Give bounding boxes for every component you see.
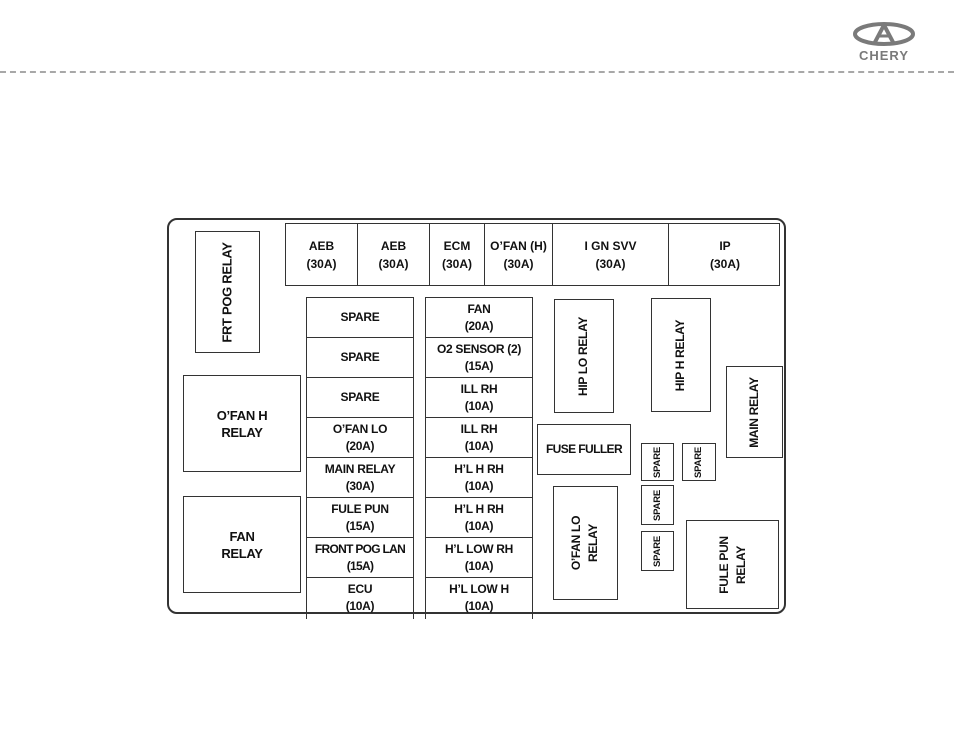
fuse-column-1: SPARE SPARE SPARE O’FAN LO (20A) MAIN RE…	[306, 297, 414, 619]
fuse-aeb-1: AEB (30A)	[286, 224, 358, 285]
fuse-spare-2: SPARE	[307, 338, 413, 378]
fuse-ofan-lo: O’FAN LO (20A)	[307, 418, 413, 458]
fuse-fuller: FUSE FULLER	[537, 424, 631, 475]
fuse-front-pog-lan: FRONT POG LAN (15A)	[307, 538, 413, 578]
fuse-ip: IP (30A)	[709, 238, 740, 271]
fuse-spare-1: SPARE	[307, 298, 413, 338]
fuse-fan: FAN (20A)	[426, 298, 532, 338]
spare-slot-2: SPARE	[682, 443, 716, 481]
relay-fan: FAN RELAY	[183, 496, 301, 593]
fuse-hl-low-h: H’L LOW H (10A)	[449, 582, 509, 613]
fuse-ill-rh-2: ILL RH (10A)	[426, 418, 532, 458]
fuse-hl-h-rh-2: H’L H RH (10A)	[426, 498, 532, 538]
relay-ofan-lo: O’FAN LO RELAY	[553, 486, 618, 600]
chery-logo-icon	[853, 22, 915, 46]
fuse-column-2: FAN (20A) O2 SENSOR (2) (15A) ILL RH (10…	[425, 297, 533, 619]
relay-hip-h: HIP H RELAY	[651, 298, 711, 412]
header-dashed-divider	[0, 71, 954, 73]
fuse-ofan-h: O’FAN (H) (30A)	[485, 224, 553, 285]
fuse-box-board: AEB (30A) AEB (30A) ECM (30A) O’FAN (H) …	[167, 218, 786, 619]
fuse-hl-low-rh: H’L LOW RH (10A)	[426, 538, 532, 578]
fuse-ign-svv: I GN SVV (30A)	[553, 224, 669, 285]
relay-main: MAIN RELAY	[726, 366, 783, 458]
spare-slot-4: SPARE	[641, 531, 674, 571]
fuse-ecm: ECM (30A)	[430, 224, 485, 285]
top-fuse-row: AEB (30A) AEB (30A) ECM (30A) O’FAN (H) …	[285, 223, 780, 286]
fuse-ecu: ECU (10A)	[345, 582, 375, 613]
fuse-hl-h-rh-1: H’L H RH (10A)	[426, 458, 532, 498]
spare-slot-3: SPARE	[641, 485, 674, 525]
brand-name: CHERY	[858, 48, 910, 63]
chery-logo: CHERY	[846, 20, 926, 66]
fuse-ill-rh-1: ILL RH (10A)	[426, 378, 532, 418]
relay-frt-pog: FRT POG RELAY	[195, 231, 260, 353]
fuse-o2-sensor: O2 SENSOR (2) (15A)	[426, 338, 532, 378]
relay-hip-lo: HIP LO RELAY	[554, 299, 614, 413]
spare-slot-1: SPARE	[641, 443, 674, 481]
fuse-fule-pun: FULE PUN (15A)	[307, 498, 413, 538]
fuse-main-relay: MAIN RELAY (30A)	[307, 458, 413, 498]
fuse-aeb-2: AEB (30A)	[358, 224, 430, 285]
fuse-spare-3: SPARE	[307, 378, 413, 418]
relay-ofan-h: O’FAN H RELAY	[183, 375, 301, 472]
relay-fule-pun: FULE PUN RELAY	[686, 520, 779, 609]
